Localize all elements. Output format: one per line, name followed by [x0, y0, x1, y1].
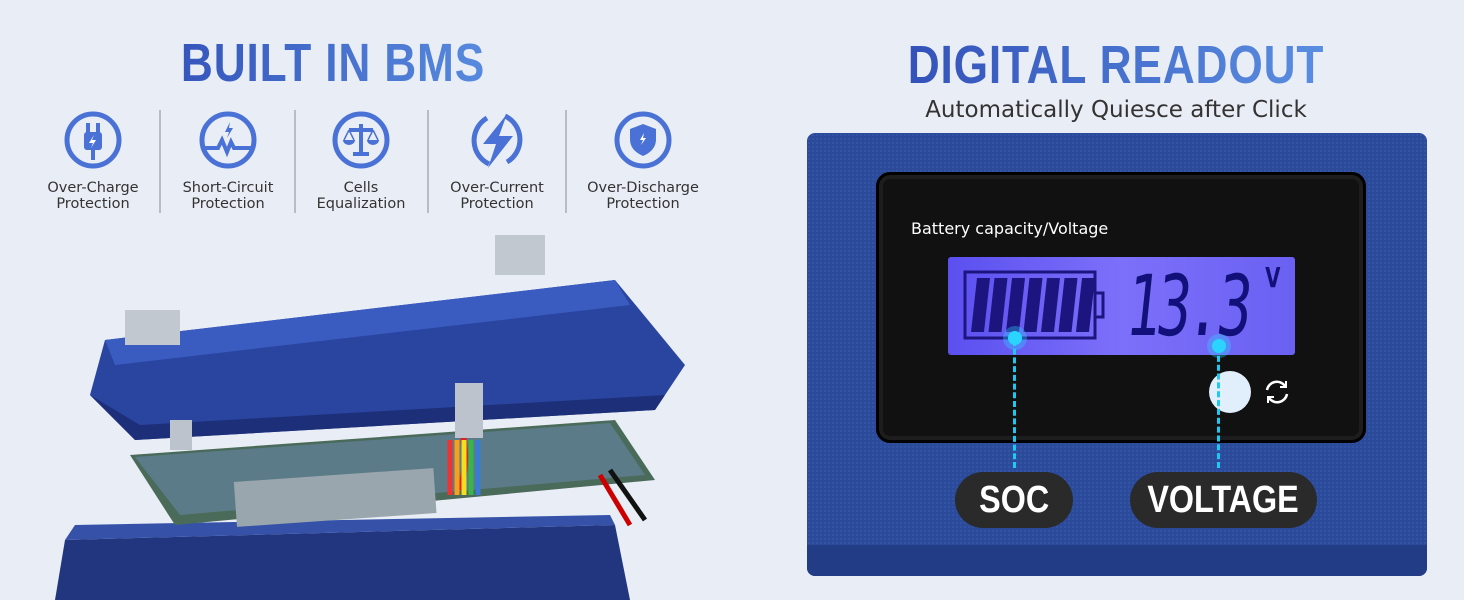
feature-label: Short-Circuit	[182, 180, 274, 196]
plug-icon	[64, 111, 122, 169]
soc-bar	[988, 278, 1008, 332]
feature-label: Over-Current	[450, 180, 544, 196]
feature-label: Cells	[343, 180, 379, 196]
feature-label: Over-Discharge	[587, 180, 699, 196]
soc-bar	[1076, 278, 1095, 332]
voltage-label: VOLTAGE	[1130, 472, 1317, 528]
bms-title: BUILT IN BMS	[144, 34, 521, 92]
feature-label: Protection	[191, 196, 265, 212]
panel-bottom-edge	[807, 545, 1427, 576]
short-circuit-icon	[199, 111, 257, 169]
soc-label: SOC	[955, 472, 1073, 528]
display-label: Battery capacity/Voltage	[911, 219, 1109, 238]
voltage-unit: V	[1265, 261, 1281, 294]
divider	[294, 110, 296, 213]
voltage-readout: 13.3	[1121, 257, 1254, 355]
soc-bar	[1023, 278, 1043, 332]
divider	[159, 110, 161, 213]
divider	[427, 110, 429, 213]
digital-readout-title: DIGITAL READOUT	[895, 36, 1338, 94]
soc-bar	[1041, 278, 1060, 332]
soc-callout-line	[1013, 340, 1016, 468]
soc-bar	[1006, 278, 1025, 332]
soc-callout-dot	[1008, 331, 1022, 345]
shield-icon	[614, 111, 672, 169]
soc-bar	[971, 278, 990, 332]
voltage-callout-dot	[1212, 339, 1226, 353]
soc-bar	[1058, 278, 1078, 332]
battery-illustration	[55, 235, 685, 600]
scale-icon	[332, 111, 390, 169]
feature-label: Over-Charge	[47, 180, 139, 196]
feature-label: Protection	[460, 196, 534, 212]
feature-label: Equalization	[316, 196, 406, 212]
voltage-callout-line	[1217, 347, 1220, 468]
refresh-icon	[1265, 380, 1289, 404]
lightning-icon	[471, 113, 523, 168]
soc-battery-icon	[963, 270, 1105, 340]
digital-readout-subtitle: Automatically Quiesce after Click	[925, 97, 1307, 123]
soc-label-text: SOC	[978, 479, 1049, 521]
display-button[interactable]	[1209, 371, 1251, 413]
divider	[565, 110, 567, 213]
feature-label: Protection	[606, 196, 680, 212]
feature-label: Protection	[56, 196, 130, 212]
voltage-label-text: VOLTAGE	[1147, 479, 1300, 521]
